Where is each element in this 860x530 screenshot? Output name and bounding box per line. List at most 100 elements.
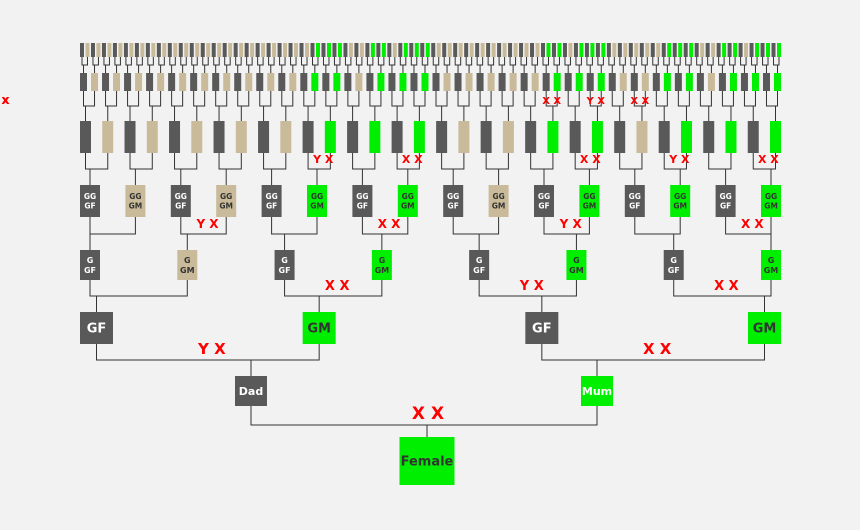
- chromosome-label-gen5-25: X X: [630, 96, 649, 107]
- ancestor-label-gen4-3-0: GG: [220, 192, 232, 201]
- ancestor-box-gen6-5: [135, 73, 143, 91]
- ancestor-label-gen3-0-1: GF: [84, 266, 96, 275]
- ancestor-box-gen7-8: [123, 43, 128, 57]
- ancestor-box-gen3-0: [80, 250, 100, 280]
- connector-gen6-10: [191, 57, 198, 73]
- ancestor-label-gen4-9-0: GG: [492, 192, 504, 201]
- ancestor-label-gen3-6-1: GF: [668, 266, 680, 275]
- ancestor-box-gen6-63: [774, 73, 781, 91]
- ancestor-label-gen3-4-0: G: [476, 256, 483, 265]
- connector-gen5-20: [523, 91, 536, 121]
- ancestor-label-gen4-7-0: GG: [402, 192, 414, 201]
- ancestor-box-gen5-13: [369, 121, 381, 153]
- ancestor-box-gen7-42: [310, 43, 315, 57]
- ancestor-box-gen7-31: [250, 43, 255, 57]
- ancestor-label-gen4-5-0: GG: [311, 192, 323, 201]
- ancestor-box-gen7-56: [387, 43, 392, 57]
- ancestor-box-gen7-30: [244, 43, 249, 57]
- ancestor-box-gen7-121: [744, 43, 749, 57]
- ancestor-box-gen5-7: [235, 121, 247, 153]
- ancestor-box-gen6-16: [256, 73, 264, 91]
- ancestor-box-gen2-2: [525, 312, 559, 344]
- ancestor-label-gen4-4-0: GG: [265, 192, 277, 201]
- connector-gen5-18: [479, 91, 492, 121]
- ancestor-box-gen6-41: [531, 73, 539, 91]
- connector-gen6-4: [125, 57, 132, 73]
- ancestor-box-gen7-28: [233, 43, 238, 57]
- ancestor-box-gen5-10: [302, 121, 314, 153]
- ancestor-box-gen7-91: [579, 43, 584, 57]
- connector-gen0-0: [250, 406, 598, 437]
- ancestor-box-gen7-3: [96, 43, 101, 57]
- ancestor-box-gen7-85: [546, 43, 551, 57]
- ancestor-box-gen6-12: [212, 73, 220, 91]
- ancestor-label-gen3-3-0: G: [379, 256, 386, 265]
- connector-gen4-7: [396, 153, 420, 185]
- ancestor-box-gen7-20: [189, 43, 194, 57]
- ancestor-box-gen6-59: [729, 73, 737, 91]
- ancestor-box-gen7-106: [661, 43, 666, 57]
- ancestor-box-gen6-54: [674, 73, 682, 91]
- ancestor-box-gen5-3: [146, 121, 158, 153]
- ancestor-box-gen0-0: [399, 437, 455, 485]
- connector-gen3-6: [634, 217, 681, 250]
- ancestor-box-gen4-5: [307, 185, 327, 217]
- ancestor-label-gen2-1-0: GM: [307, 322, 331, 337]
- chromosome-label-gen0-0: X X: [412, 404, 444, 424]
- ancestor-box-gen5-0: [80, 121, 91, 153]
- ancestor-box-gen5-9: [280, 121, 292, 153]
- ancestor-box-gen7-95: [601, 43, 606, 57]
- connector-gen6-0: [81, 57, 88, 73]
- ancestor-box-gen7-76: [497, 43, 502, 57]
- ancestor-box-gen6-62: [762, 73, 770, 91]
- ancestor-box-gen6-25: [355, 73, 363, 91]
- ancestor-box-gen7-2: [90, 43, 95, 57]
- connector-gen5-6: [215, 91, 228, 121]
- ancestor-box-gen6-50: [630, 73, 638, 91]
- ancestor-label-gen4-0-0: GG: [84, 192, 96, 201]
- ancestor-box-gen7-4: [101, 43, 106, 57]
- connector-gen6-13: [224, 57, 231, 73]
- ancestor-box-gen6-39: [509, 73, 517, 91]
- ancestor-box-gen7-10: [134, 43, 139, 57]
- ancestor-box-gen7-81: [524, 43, 529, 57]
- ancestor-box-gen7-100: [628, 43, 633, 57]
- ancestor-label-gen4-0-1: GF: [84, 201, 95, 210]
- chromosome-label-gen2-2: Y X: [519, 279, 544, 294]
- connector-gen3-2: [271, 217, 318, 250]
- ancestor-box-gen6-49: [619, 73, 627, 91]
- connector-gen6-38: [498, 57, 506, 73]
- ancestor-box-gen7-29: [239, 43, 244, 57]
- ancestor-box-gen7-53: [370, 43, 375, 57]
- chromosome-label-gen1-1: X X: [643, 340, 672, 358]
- ancestor-box-gen6-60: [740, 73, 748, 91]
- ancestor-label-gen4-15-1: GM: [764, 201, 778, 210]
- connector-gen6-46: [586, 57, 593, 73]
- connector-gen6-49: [619, 57, 626, 73]
- ancestor-box-gen6-18: [278, 73, 286, 91]
- connector-gen6-28: [388, 57, 396, 73]
- connector-gen5-26: [655, 91, 668, 121]
- connector-gen6-18: [279, 57, 286, 73]
- ancestor-box-gen7-111: [689, 43, 694, 57]
- ancestor-label-gen3-6-0: G: [670, 256, 677, 265]
- ancestor-box-gen7-90: [573, 43, 578, 57]
- connector-gen6-47: [597, 57, 604, 73]
- ancestor-label-gen3-5-0: G: [573, 256, 580, 265]
- ancestor-box-gen4-14: [715, 185, 736, 217]
- connector-gen6-21: [312, 57, 319, 73]
- ancestor-box-gen6-58: [718, 73, 726, 91]
- connector-gen2-1: [284, 280, 383, 312]
- ancestor-box-gen7-112: [694, 43, 699, 57]
- ancestor-box-gen7-16: [167, 43, 172, 57]
- connector-gen4-13: [663, 153, 687, 185]
- ancestor-box-gen6-48: [608, 73, 616, 91]
- chromosome-label-gen5-63: Y X: [0, 96, 10, 107]
- connector-gen2-2: [478, 280, 577, 312]
- ancestor-box-gen5-30: [747, 121, 759, 153]
- connector-gen5-21: [545, 91, 558, 121]
- connector-gen6-34: [454, 57, 462, 73]
- chromosome-label-gen2-3: X X: [714, 279, 739, 294]
